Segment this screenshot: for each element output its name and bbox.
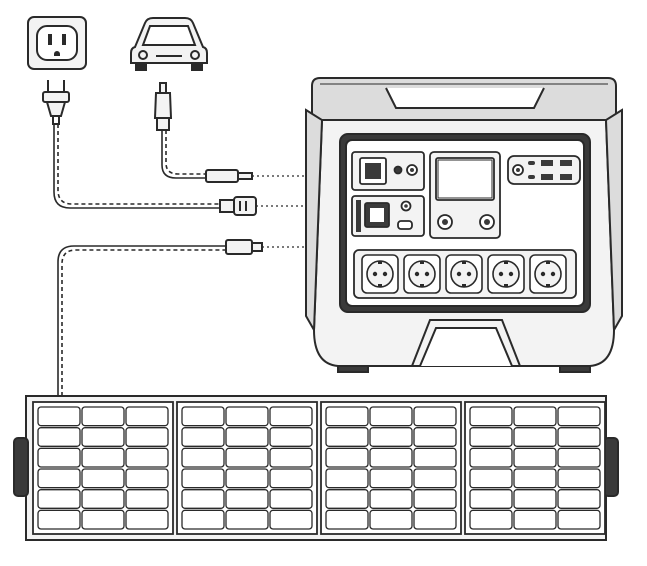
us-wall-outlet-icon [27, 16, 87, 70]
solar-panel-segment [176, 401, 318, 535]
car-charger-input-plug-icon [205, 169, 253, 183]
ac-outlet-socket [529, 254, 567, 294]
wall-plug-icon [42, 80, 70, 125]
car-charger-plug-icon [153, 82, 173, 131]
input-port-module [351, 151, 425, 191]
ac-outlet-socket [487, 254, 525, 294]
solar-panel-segment [32, 401, 174, 535]
ac-outlets [361, 254, 567, 294]
solar-input-plug-icon [225, 239, 263, 255]
ac-outlet-socket [403, 254, 441, 294]
ac-outlet-socket [445, 254, 483, 294]
ac-outlet-socket [361, 254, 399, 294]
solar-charging-cable [57, 245, 226, 396]
car-charging-cable [161, 130, 206, 179]
solar-panel-segments [32, 401, 606, 535]
car-icon [130, 17, 208, 71]
solar-panel-segment [464, 401, 606, 535]
ac-input-port [351, 195, 425, 237]
ac-charging-cable [53, 124, 220, 209]
solar-panel-segment [320, 401, 462, 535]
ac-input-plug-icon [219, 196, 257, 216]
lcd-screen [437, 159, 493, 199]
usb-port-module [507, 155, 581, 185]
